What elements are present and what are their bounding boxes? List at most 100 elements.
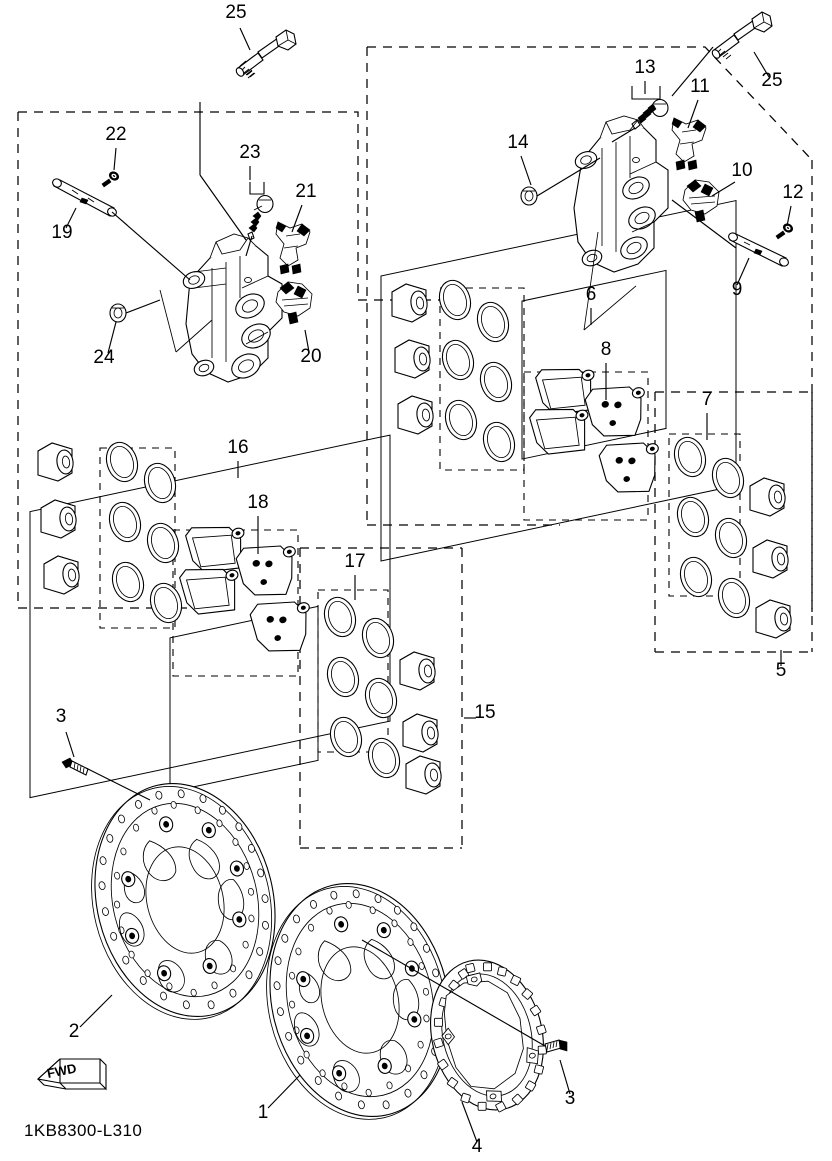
callout-leader bbox=[753, 51, 770, 78]
callout-caliper-mount-bolt: 25 bbox=[225, 2, 251, 51]
callout-number: 4 bbox=[472, 1136, 483, 1157]
group-boundary-right-seals bbox=[668, 433, 741, 597]
callout-number: 2 bbox=[69, 1021, 80, 1042]
callout-bleed-screw-and-cap: 13 bbox=[634, 57, 656, 94]
callout-number: 12 bbox=[782, 182, 803, 203]
callout-pad-pin-right: 9 bbox=[732, 257, 750, 300]
callout-leader bbox=[113, 147, 117, 171]
group-boundary-right-pads bbox=[523, 371, 649, 521]
disc-bolt-upper-left bbox=[61, 757, 89, 776]
seal-set-right-outer bbox=[438, 279, 516, 463]
pad-retainer-left bbox=[275, 221, 311, 275]
abs-sensor-rotor bbox=[430, 959, 547, 1113]
caliper-bushing-left bbox=[109, 303, 127, 323]
callout-brake-disc-front-left: 2 bbox=[69, 994, 113, 1042]
callout-leader bbox=[520, 155, 532, 186]
callout-number: 5 bbox=[776, 660, 787, 681]
seal-set-right bbox=[673, 436, 751, 619]
group-boundary-left-seal-outer bbox=[99, 447, 176, 629]
pad-retainer-right bbox=[671, 117, 707, 171]
callout-brake-disc-front-right: 1 bbox=[258, 1074, 301, 1123]
callout-caliper-assembly-left: 16 bbox=[227, 437, 249, 478]
callout-number: 10 bbox=[731, 160, 752, 181]
piston-set-left bbox=[399, 651, 442, 795]
callout-number: 3 bbox=[56, 706, 67, 727]
callout-number: 25 bbox=[225, 2, 246, 23]
piston-set-right bbox=[749, 477, 792, 639]
piston-column-right-outer bbox=[391, 283, 434, 435]
callout-layer: 1233456789101112131415161718192021222324… bbox=[51, 2, 803, 1157]
callout-caliper-bushing: 14 bbox=[507, 132, 532, 186]
callout-leader bbox=[687, 99, 699, 129]
callout-number: 22 bbox=[105, 124, 126, 145]
callout-leader bbox=[711, 181, 736, 197]
callout-number: 21 bbox=[295, 181, 316, 202]
callout-number: 11 bbox=[690, 76, 710, 97]
seal-set-left-outer bbox=[105, 441, 183, 624]
callout-disc-bolt: 3 bbox=[56, 706, 75, 758]
callout-leader bbox=[559, 1059, 571, 1095]
caliper-mount-bolt-top-left bbox=[235, 29, 297, 79]
callout-leader bbox=[107, 321, 117, 354]
callout-number: 13 bbox=[634, 57, 655, 78]
group-boundary-right-piston-set bbox=[654, 391, 813, 653]
callout-pad-spring-left: 20 bbox=[300, 329, 322, 367]
callout-seal-kit-right: 7 bbox=[702, 389, 713, 440]
bleed-screw-right bbox=[631, 86, 669, 130]
callout-number: 24 bbox=[93, 347, 115, 368]
pin-clip-left bbox=[101, 171, 120, 188]
callout-number: 16 bbox=[227, 437, 248, 458]
callout-disc-bolt: 3 bbox=[559, 1059, 575, 1109]
pad-spring-left bbox=[275, 281, 313, 325]
callout-number: 1 bbox=[258, 1102, 269, 1123]
callout-pad-retainer-left: 21 bbox=[291, 181, 317, 233]
callout-number: 23 bbox=[239, 142, 260, 163]
piston-column-left-outer bbox=[37, 442, 80, 595]
callout-leader bbox=[461, 1101, 478, 1143]
fwd-label: FWD bbox=[46, 1061, 78, 1081]
part-number: 1KB8300-L310 bbox=[24, 1121, 142, 1140]
callout-number: 8 bbox=[601, 339, 612, 360]
callout-brake-pad-kit-right: 8 bbox=[601, 339, 612, 400]
plate-outline-right-inner bbox=[521, 269, 667, 460]
callout-pin-clip-right: 12 bbox=[782, 182, 804, 227]
plate-outline-left bbox=[29, 434, 391, 799]
callout-number: 19 bbox=[51, 222, 72, 243]
pad-spring-right bbox=[682, 179, 720, 223]
callout-number: 25 bbox=[761, 70, 782, 91]
brake-disc-left bbox=[91, 782, 276, 1020]
callout-number: 15 bbox=[474, 702, 495, 723]
group-boundary-right-seal-outer bbox=[439, 287, 525, 471]
caliper-body-right bbox=[573, 115, 669, 273]
fwd-arrow bbox=[36, 1058, 107, 1091]
callout-seal-kit-left: 17 bbox=[344, 551, 366, 600]
callout-leader bbox=[239, 27, 251, 51]
caliper-body-left bbox=[182, 233, 283, 383]
pad-pin-right bbox=[728, 232, 789, 267]
callout-brake-pad-kit-left: 18 bbox=[247, 492, 269, 554]
disc-bolt-lower-right bbox=[544, 1039, 568, 1053]
pad-set-right bbox=[529, 368, 659, 493]
callout-leader bbox=[267, 1074, 301, 1109]
callout-number: 18 bbox=[247, 492, 268, 513]
callout-piston-set-left: 15 bbox=[464, 702, 496, 723]
callout-pad-pin-left: 19 bbox=[51, 207, 77, 243]
callout-leader bbox=[291, 204, 303, 233]
pad-pin-left bbox=[52, 178, 117, 217]
callout-number: 7 bbox=[702, 389, 713, 410]
callout-caliper-bushing: 24 bbox=[93, 321, 117, 368]
callout-number: 6 bbox=[586, 284, 597, 305]
callout-caliper-mount-bolt: 25 bbox=[753, 51, 783, 91]
group-boundary-left-pads bbox=[172, 529, 299, 677]
pin-clip-right bbox=[775, 223, 794, 240]
bleed-screw-left bbox=[247, 182, 274, 241]
seal-set-left bbox=[323, 596, 401, 779]
callout-leader bbox=[736, 257, 750, 286]
callout-pad-spring-right: 10 bbox=[711, 160, 753, 197]
group-boundary-right-caliper bbox=[366, 46, 813, 612]
callout-leader bbox=[65, 207, 77, 229]
callout-number: 20 bbox=[300, 346, 321, 367]
callout-caliper-assembly-right: 6 bbox=[586, 284, 597, 325]
